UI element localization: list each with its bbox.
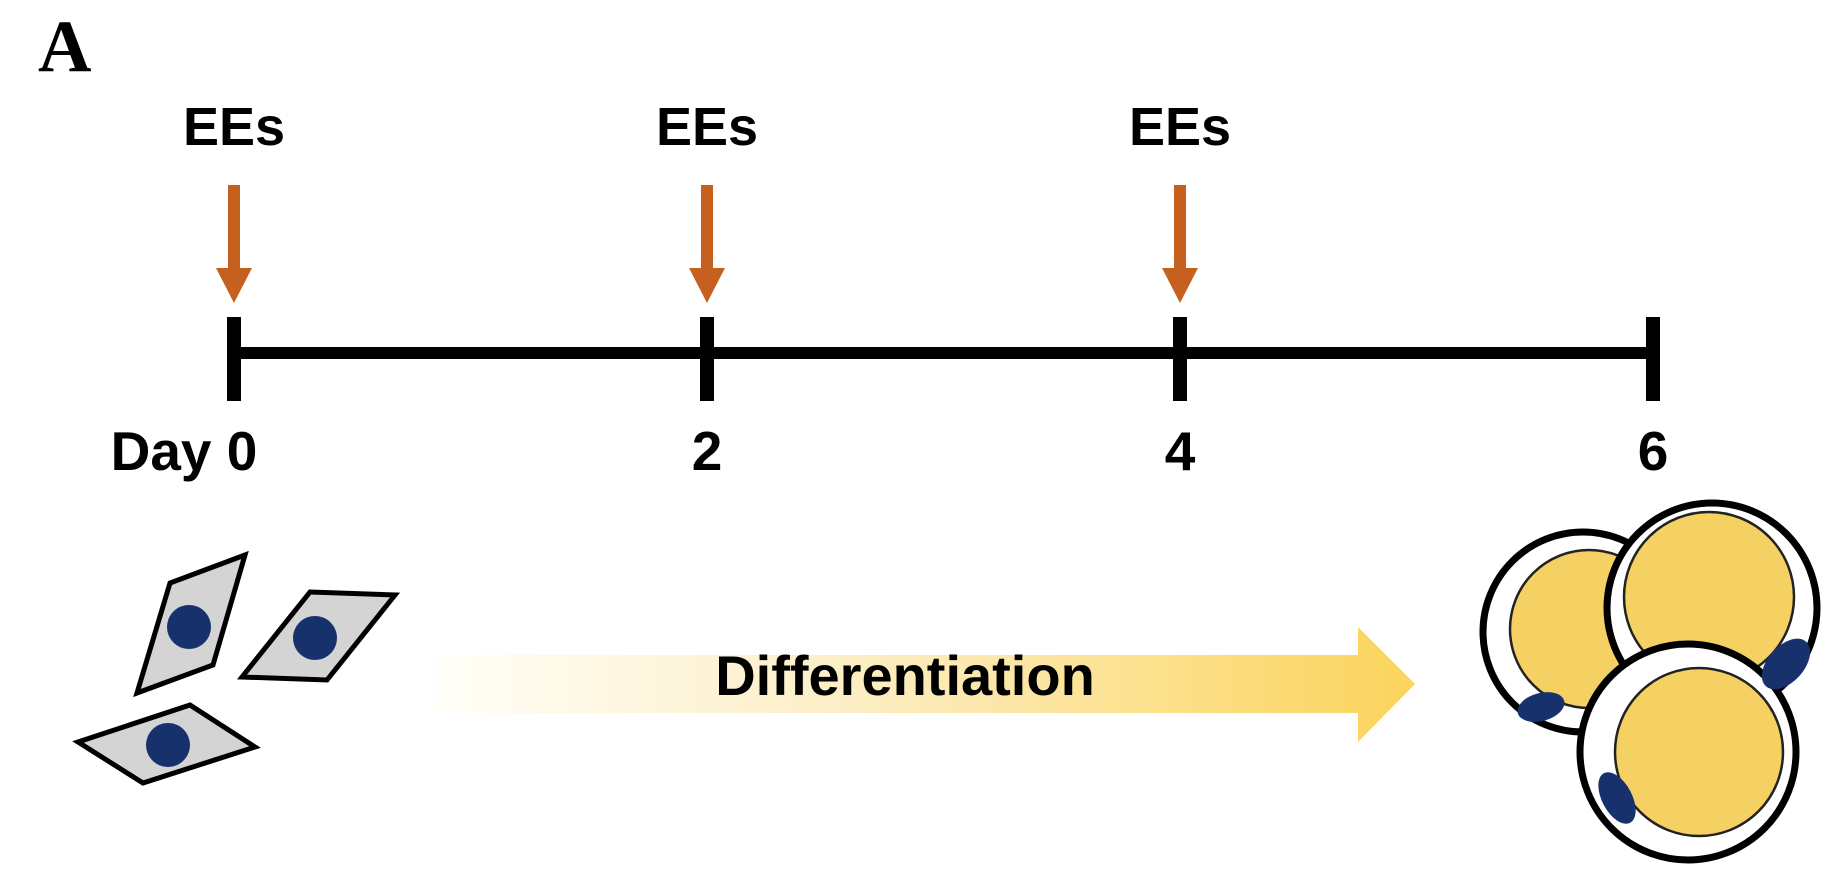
ee-label-day4: EEs <box>1128 97 1232 157</box>
ee-arrow-down-icon <box>1162 185 1198 303</box>
ee-arrow-down-icon <box>689 185 725 303</box>
timeline-tick-day4 <box>1173 317 1187 401</box>
timeline-tick-day0 <box>227 317 241 401</box>
day-label-2: 2 <box>691 420 723 482</box>
adipocyte-nucleus <box>1761 638 1811 690</box>
ee-label-day0: EEs <box>182 97 286 157</box>
ee-label-day2: EEs <box>655 97 759 157</box>
adipocyte-cells <box>1479 499 1821 864</box>
adipocyte-cell <box>1576 640 1800 864</box>
differentiation-label: Differentiation <box>715 644 1095 707</box>
adipocyte-nucleus <box>1598 772 1636 824</box>
timeline-line <box>227 347 1660 359</box>
preadipocyte-nucleus <box>293 616 337 660</box>
ee-arrow-down-icon <box>216 185 252 303</box>
adipocyte-nucleus <box>1517 692 1565 722</box>
day-label-4: 4 <box>1164 420 1196 482</box>
timeline-tick-day6 <box>1646 317 1660 401</box>
ee-treatment-arrows <box>216 185 1198 303</box>
preadipocyte-nucleus <box>146 723 190 767</box>
timeline-axis <box>227 317 1660 401</box>
preadipocyte-cells <box>72 550 401 786</box>
adipocyte-lipid-droplet <box>1613 666 1785 838</box>
panel-label: A <box>38 6 92 88</box>
day-label-6: 6 <box>1637 420 1669 482</box>
timeline-tick-day2 <box>700 317 714 401</box>
differentiation-arrow-icon <box>435 627 1415 742</box>
preadipocyte-nucleus <box>167 605 211 649</box>
day-label-0: Day 0 <box>110 420 258 482</box>
